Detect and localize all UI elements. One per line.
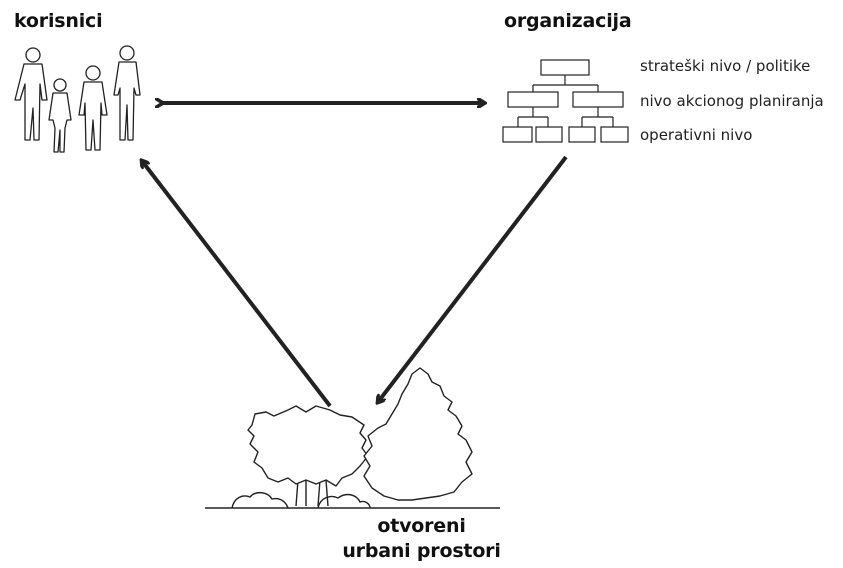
level-operational: operativni nivo (640, 126, 753, 144)
space-label-line2: urbani prostori (342, 540, 501, 562)
space-label-line1: otvoreni (377, 515, 466, 537)
org-chart-icon (502, 59, 629, 143)
open-urban-spaces-label: otvoreni urbani prostori (0, 514, 843, 564)
space-to-users-arrow (142, 161, 332, 408)
people-silhouettes-icon (14, 45, 141, 153)
trees-icon (205, 367, 500, 509)
organization-label: organizacija (504, 10, 632, 32)
organization-to-space-arrow (378, 155, 568, 402)
level-action-planning: nivo akcionog planiranja (640, 92, 824, 110)
users-label: korisnici (14, 10, 103, 32)
level-strategic: strateški nivo / politike (640, 57, 811, 75)
